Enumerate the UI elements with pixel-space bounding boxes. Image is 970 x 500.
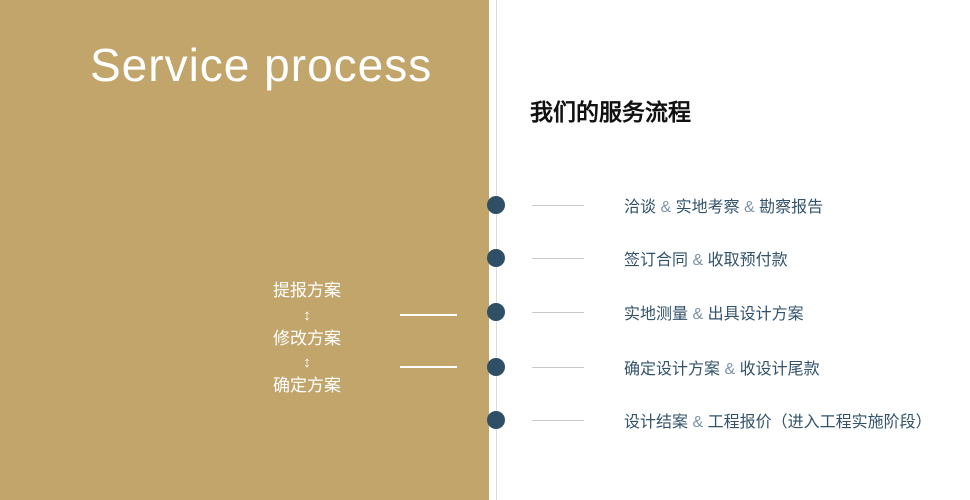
loop-connector-line-bottom [400, 366, 457, 368]
step-row: 设计结案 & 工程报价（进入工程实施阶段） [487, 411, 932, 431]
loop-connector-line-top [400, 314, 457, 316]
updown-arrow-icon: ↕ [303, 306, 311, 324]
step-dash-line [532, 257, 584, 259]
timeline-dot-icon [487, 411, 505, 429]
timeline-dot-icon [487, 303, 505, 321]
step-text-consultation: 洽谈 & 实地考察 & 勘察报告 [624, 199, 824, 216]
step-dash-line [532, 419, 584, 421]
timeline-dot-icon [487, 358, 505, 376]
service-process-title: Service process [90, 39, 433, 91]
step-dash-line [532, 366, 584, 368]
loop-step-submit-plan: 提报方案 [273, 281, 341, 300]
section-heading: 我们的服务流程 [530, 99, 691, 125]
step-text-confirm-design: 确定设计方案 & 收设计尾款 [624, 361, 820, 378]
step-row: 实地测量 & 出具设计方案 [487, 303, 804, 323]
step-dash-line [532, 311, 584, 313]
timeline-dot-icon [487, 196, 505, 214]
step-row: 签订合同 & 收取预付款 [487, 249, 788, 269]
step-row: 洽谈 & 实地考察 & 勘察报告 [487, 196, 824, 216]
step-text-contract: 签订合同 & 收取预付款 [624, 252, 788, 269]
loop-step-revise-plan: 修改方案 [273, 328, 341, 348]
timeline-dot-icon [487, 249, 505, 267]
revision-loop: 提报方案 ↕ 修改方案 ↕ 确定方案 [250, 281, 364, 396]
step-dash-line [532, 204, 584, 206]
step-text-closure: 设计结案 & 工程报价（进入工程实施阶段） [624, 414, 932, 431]
loop-step-confirm-plan: 确定方案 [273, 376, 341, 396]
updown-arrow-icon: ↕ [303, 354, 311, 372]
step-text-measurement: 实地测量 & 出具设计方案 [624, 306, 804, 323]
step-row: 确定设计方案 & 收设计尾款 [487, 358, 820, 378]
left-panel: Service process 提报方案 ↕ 修改方案 ↕ 确定方案 [0, 0, 489, 500]
